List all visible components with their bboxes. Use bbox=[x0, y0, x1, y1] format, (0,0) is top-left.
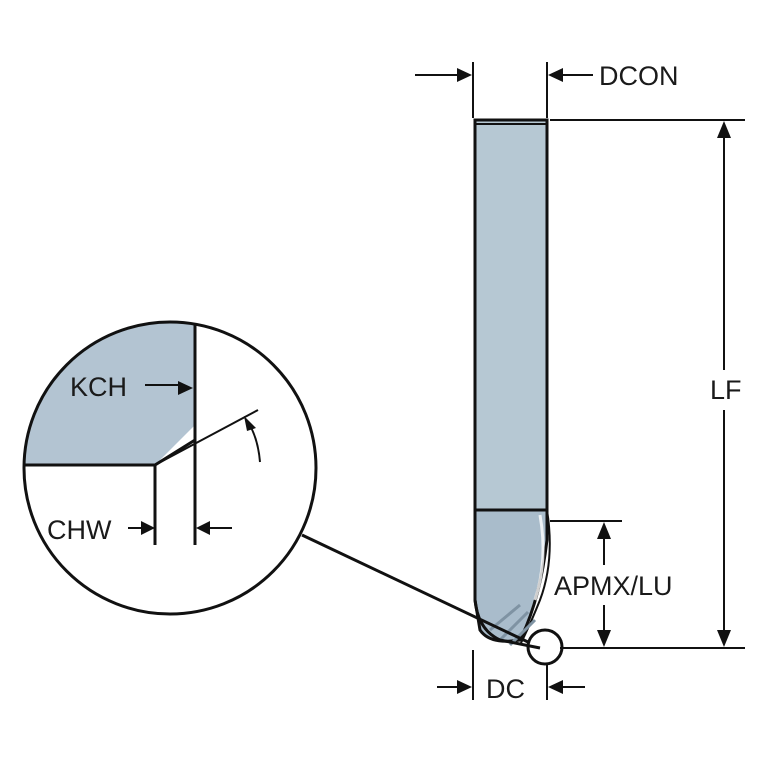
dimension-dcon bbox=[415, 62, 593, 118]
dimension-dc bbox=[437, 650, 585, 700]
kch-arrow-head bbox=[178, 381, 193, 395]
tool-shank bbox=[473, 118, 549, 512]
label-dcon: DCON bbox=[599, 61, 679, 91]
label-lf: LF bbox=[710, 375, 742, 405]
label-kch: KCH bbox=[70, 372, 127, 402]
label-apmx-lu: APMX/LU bbox=[554, 571, 673, 601]
tool-cutting-head bbox=[473, 508, 551, 650]
chw-left-arrow-head bbox=[141, 521, 155, 535]
dimension-lf bbox=[550, 119, 745, 649]
label-dc: DC bbox=[486, 674, 525, 704]
magnified-detail-view bbox=[22, 320, 318, 616]
label-chw: CHW bbox=[47, 515, 112, 545]
dimension-apmx-lu bbox=[550, 520, 622, 647]
detail-leader-line bbox=[301, 533, 529, 644]
angle-arrow-head bbox=[244, 416, 256, 431]
chw-right-arrow-head bbox=[196, 521, 210, 535]
